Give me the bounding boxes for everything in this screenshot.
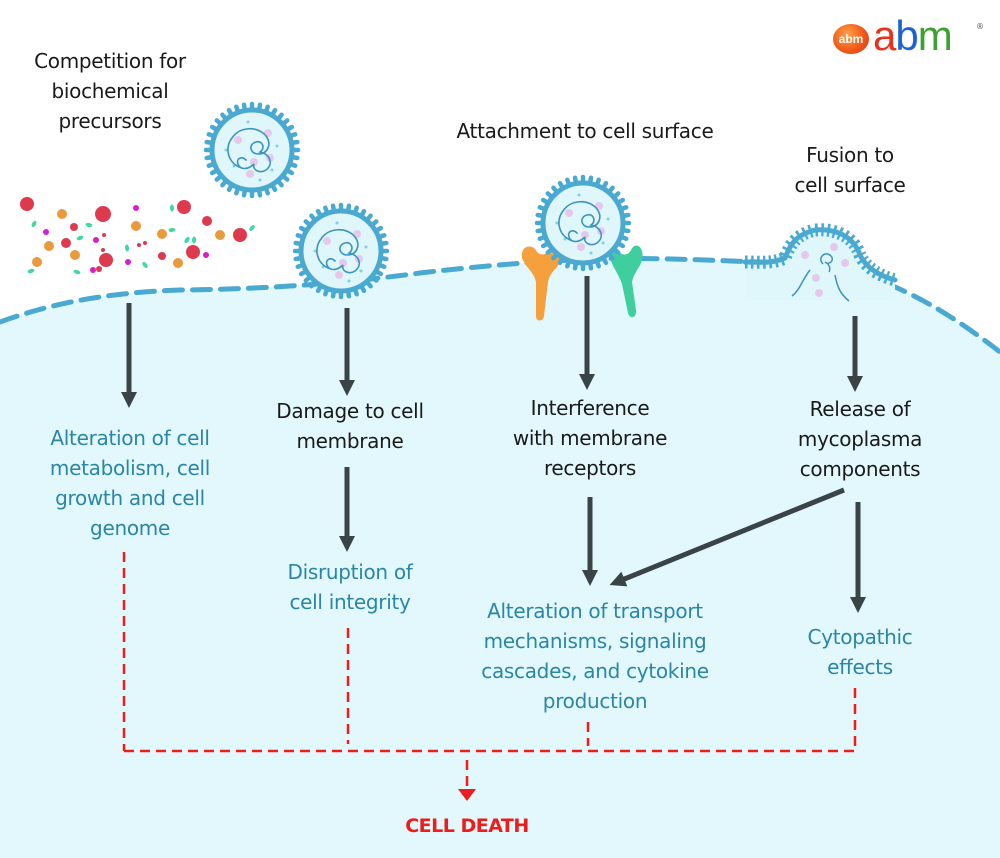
precursor-particle — [186, 245, 200, 259]
cell-death-connectors — [122, 552, 857, 790]
logo-letter-b: b — [895, 12, 918, 59]
precursor-particle — [31, 220, 37, 228]
dna-strand — [316, 228, 361, 274]
precursor-particle — [215, 230, 225, 240]
precursor-particle — [168, 227, 176, 233]
biochemical-precursors — [20, 197, 255, 275]
precursor-particle — [76, 235, 84, 241]
precursor-particle — [93, 237, 99, 243]
precursor-particle — [143, 241, 147, 245]
precursor-particle — [99, 253, 113, 267]
dna-strand — [558, 200, 603, 246]
inclusion-dot — [581, 231, 589, 239]
registered-mark: ® — [976, 22, 984, 31]
precursor-particle — [27, 268, 35, 274]
abm-logo-wordmark: abm — [873, 12, 953, 60]
precursor-particle — [157, 229, 167, 239]
inclusion-dot — [246, 170, 254, 178]
label-interference: Interference with membrane receptors — [512, 396, 668, 480]
label-fusion: Fusion to cell surface — [794, 143, 906, 197]
precursor-particle — [70, 250, 80, 260]
inclusion-dot — [841, 259, 849, 267]
label-damage: Damage to cell membrane — [276, 399, 424, 453]
logo-letter-m: m — [917, 12, 953, 59]
precursor-particle — [249, 225, 255, 231]
precursor-particle — [85, 222, 93, 228]
dna-strand — [227, 127, 272, 173]
precursor-particle — [202, 216, 212, 226]
precursor-particle — [131, 221, 141, 231]
inclusion-dot — [815, 289, 823, 297]
precursor-particle — [90, 267, 96, 273]
precursor-particle — [173, 258, 183, 268]
precursor-particle — [95, 206, 111, 222]
precursor-particle — [32, 257, 42, 267]
precursor-particle — [158, 252, 166, 260]
inclusion-dot — [250, 158, 258, 166]
precursor-particle — [177, 200, 191, 214]
outcome-metabolism: Alteration of cell metabolism, cell grow… — [49, 426, 211, 540]
precursor-particle — [20, 197, 34, 211]
precursor-particle — [133, 205, 139, 211]
precursor-particle — [43, 229, 49, 235]
precursor-particle — [233, 228, 247, 242]
label-attachment: Attachment to cell surface — [456, 119, 714, 143]
precursor-particle — [137, 243, 141, 247]
inclusion-dot — [812, 274, 820, 282]
outcome-integrity: Disruption of cell integrity — [287, 560, 413, 614]
inclusion-dot — [339, 259, 347, 267]
precursor-particle — [169, 204, 175, 212]
inclusion-dot — [335, 271, 343, 279]
outcome-cytopathic: Cytopathic effects — [807, 625, 913, 679]
precursor-particle — [142, 262, 148, 268]
precursor-particle — [125, 259, 131, 265]
cell-death-arrowhead — [458, 789, 476, 801]
precursor-particle — [61, 238, 71, 248]
abm-logo-badge: abm — [833, 24, 869, 54]
receptor-green-icon — [608, 244, 643, 318]
receptor-orange-icon — [521, 245, 562, 321]
inclusion-dot — [801, 251, 809, 259]
inclusion-dot — [323, 237, 331, 245]
inclusion-dot — [577, 243, 585, 251]
precursor-particle — [124, 244, 130, 252]
inclusion-dot — [565, 209, 573, 217]
cell-death-label: CELL DEATH — [405, 815, 529, 837]
precursor-particle — [44, 241, 54, 251]
label-release: Release of mycoplasma components — [797, 397, 923, 481]
label-competition: Competition for biochemical precursors — [34, 49, 186, 133]
mycoplasma-cell-attached — [534, 174, 632, 272]
precursor-particle — [102, 233, 106, 237]
precursor-particle — [101, 248, 105, 252]
precursor-particle — [70, 223, 78, 231]
precursor-particle — [57, 209, 67, 219]
precursor-particle — [203, 252, 209, 258]
precursor-particle — [184, 236, 190, 244]
inclusion-dot — [830, 243, 838, 251]
outcome-transport: Alteration of transport mechanisms, sign… — [481, 599, 709, 713]
cell-body — [0, 258, 1000, 858]
precursor-particle — [191, 236, 197, 244]
fusion-membrane-spikes — [744, 223, 897, 287]
logo-letter-a: a — [873, 12, 896, 59]
mycoplasma-fusion — [742, 223, 898, 302]
arrow-release-to-transport — [609, 487, 845, 587]
mycoplasma-cell-damaging — [292, 202, 390, 300]
mycoplasma-cell-free — [203, 101, 301, 199]
precursor-particle — [96, 266, 102, 272]
inclusion-dot — [234, 136, 242, 144]
precursor-particle — [73, 269, 81, 275]
